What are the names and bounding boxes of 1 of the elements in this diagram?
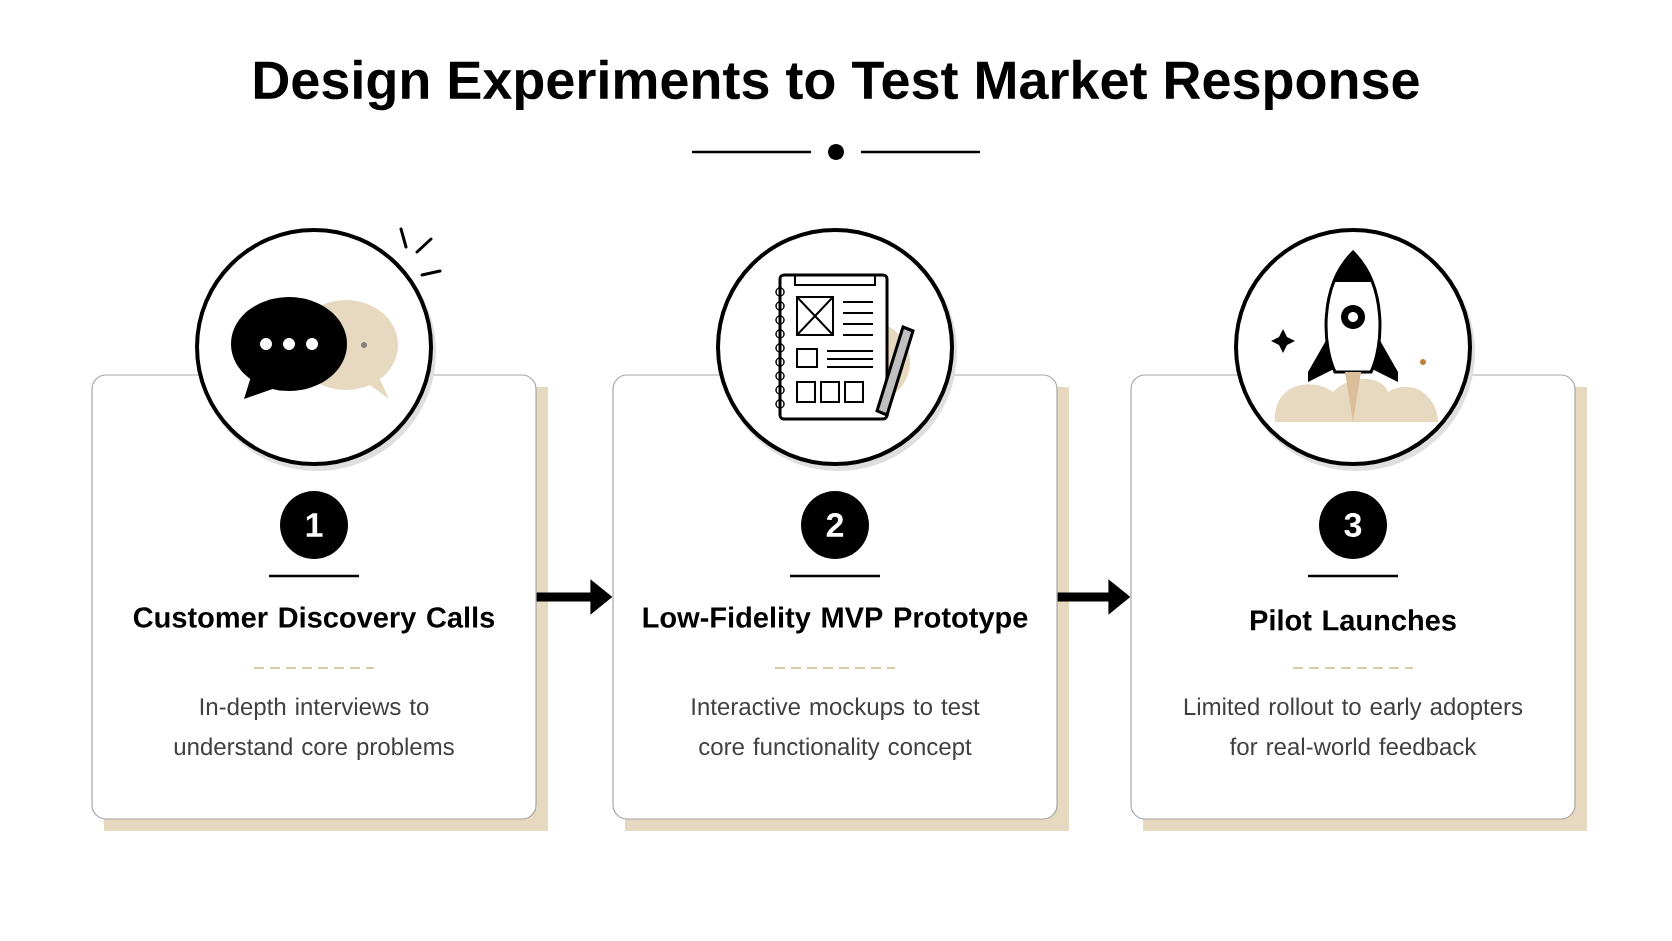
title: Design Experiments to Test Market Response [254,59,1419,111]
